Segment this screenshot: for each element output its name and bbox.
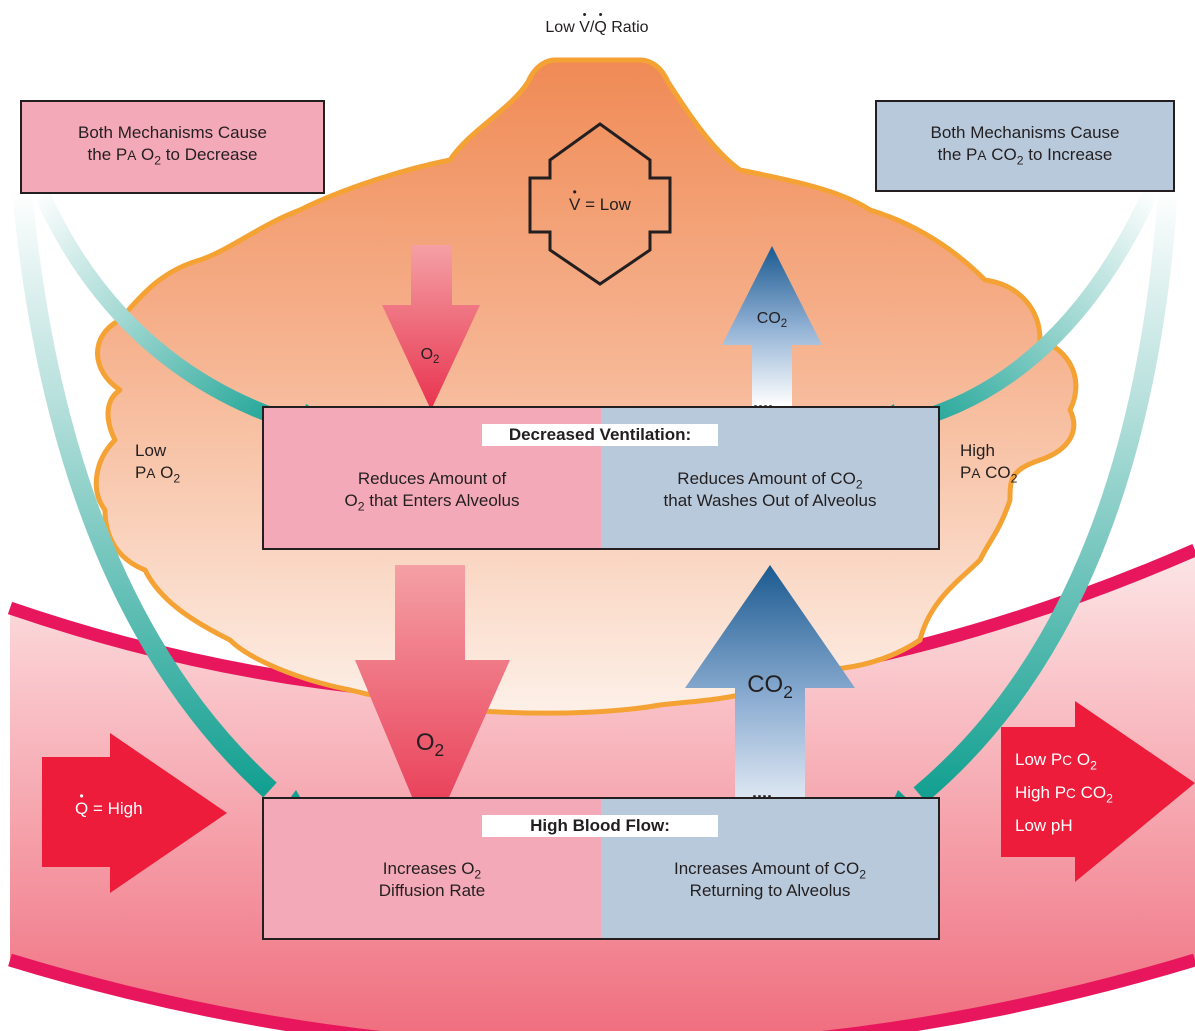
ventilation-o2-text: Reduces Amount of O2 that Enters Alveolu… bbox=[344, 469, 520, 514]
left-summary-text: Both Mechanisms Cause the PA O2 to Decre… bbox=[78, 123, 267, 168]
flow-in-arrow bbox=[42, 733, 227, 893]
upper-co2-arrow bbox=[722, 246, 822, 406]
ventilation-valve-icon bbox=[528, 122, 672, 286]
flow-out-arrow bbox=[1001, 701, 1195, 882]
ventilation-header: Decreased Ventilation: bbox=[482, 424, 718, 446]
blood-flow-in-label: Q = High bbox=[75, 798, 143, 820]
lower-o2-arrow-label: O2 bbox=[415, 729, 445, 761]
right-summary-box bbox=[875, 100, 1175, 192]
upper-o2-arrow-label: O2 bbox=[420, 346, 440, 367]
lower-co2-arrow-label: CO2 bbox=[747, 671, 793, 703]
ventilation-label: V = Low bbox=[540, 194, 660, 216]
lower-o2-arrow bbox=[355, 565, 510, 840]
diagram-title: Low V/Q Ratio bbox=[497, 17, 697, 39]
ventilation-co2-text: Reduces Amount of CO2 that Washes Out of… bbox=[663, 469, 877, 510]
right-summary-text: Both Mechanisms Cause the PA CO2 to Incr… bbox=[930, 123, 1120, 168]
high-paco2-label: High PA CO2 bbox=[960, 441, 1018, 486]
lower-co2-arrow bbox=[685, 565, 855, 840]
bloodflow-o2-text: Increases O2 Diffusion Rate bbox=[378, 859, 486, 900]
upper-co2-arrow-label: CO2 bbox=[756, 310, 788, 331]
bloodflow-header: High Blood Flow: bbox=[482, 815, 718, 837]
blood-flow-out-labels: Low PC O2 High PC CO2 Low pH bbox=[1015, 750, 1113, 835]
bloodflow-co2-text: Increases Amount of CO2 Returning to Alv… bbox=[673, 859, 866, 900]
low-pao2-label: Low PA O2 bbox=[135, 441, 181, 486]
upper-o2-arrow bbox=[382, 245, 480, 410]
left-summary-box bbox=[20, 100, 325, 194]
